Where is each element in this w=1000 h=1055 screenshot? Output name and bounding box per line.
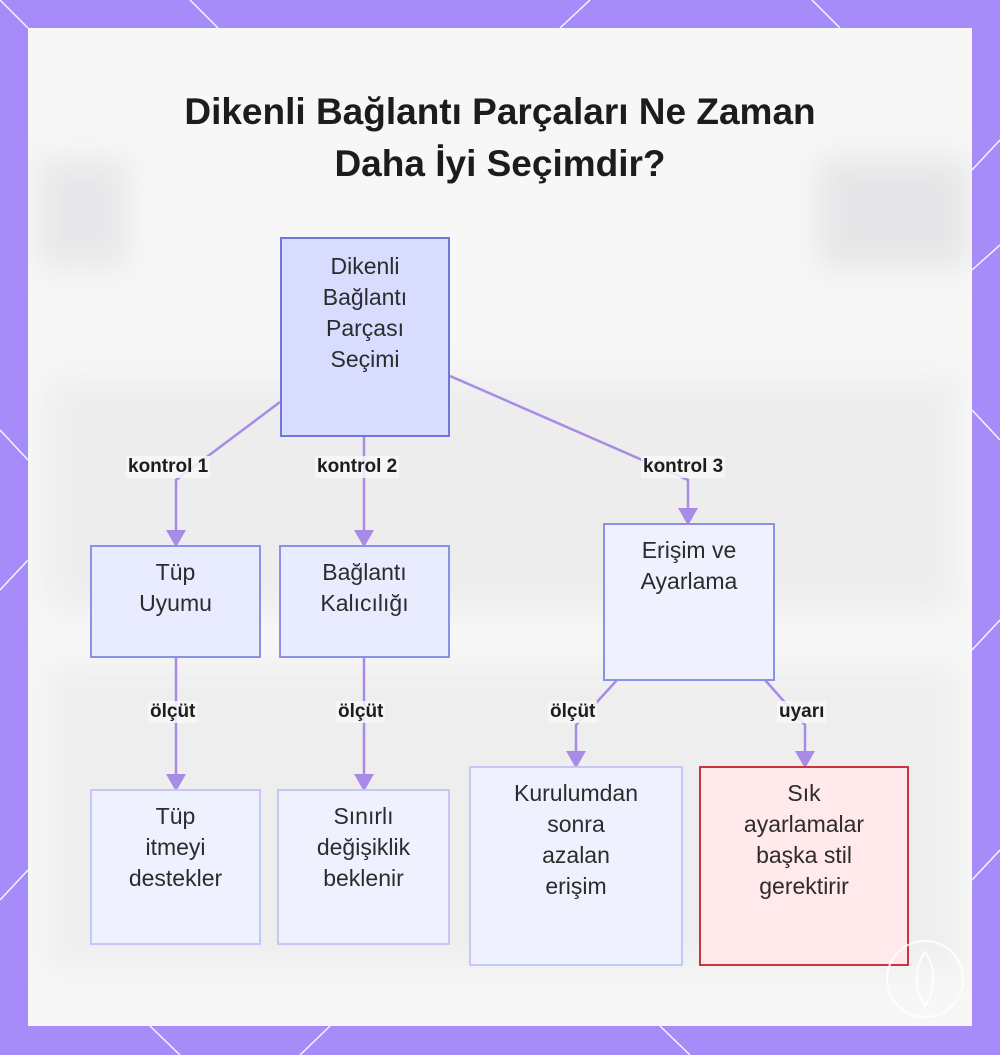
edge-warning [764, 679, 815, 769]
edge-criterion-c [566, 679, 618, 769]
edge-label-control-3: kontrol 3 [641, 456, 726, 478]
node-tube-support: Tüp itmeyi destekler [90, 789, 261, 945]
edge-control-1 [166, 401, 281, 548]
node-access: Erişim ve Ayarlama [603, 523, 775, 681]
node-permanence: Bağlantı Kalıcılığı [279, 545, 450, 658]
node-limited-change: Sınırlı değişiklik beklenir [277, 789, 450, 945]
node-reduced-access: Kurulumdan sonra azalan erişim [469, 766, 683, 966]
node-frequent-adjust: Sık ayarlamalar başka stil gerektirir [699, 766, 909, 966]
edge-control-3 [449, 374, 698, 526]
edge-label-warning: uyarı [777, 701, 827, 723]
edge-label-control-2: kontrol 2 [315, 456, 400, 478]
diagram-title: Dikenli Bağlantı Parçaları Ne Zaman Daha… [184, 91, 816, 184]
edge-label-criterion-a: ölçüt [148, 701, 198, 723]
node-root: Dikenli Bağlantı Parçası Seçimi [280, 237, 450, 437]
node-tube-fit: Tüp Uyumu [90, 545, 261, 658]
edge-label-criterion-b: ölçüt [336, 701, 386, 723]
watermark-logo-icon [886, 940, 964, 1018]
edge-label-control-1: kontrol 1 [126, 456, 211, 478]
edge-label-criterion-c: ölçüt [548, 701, 598, 723]
background-blur-shape [818, 158, 968, 268]
background-blur-shape [38, 158, 128, 268]
